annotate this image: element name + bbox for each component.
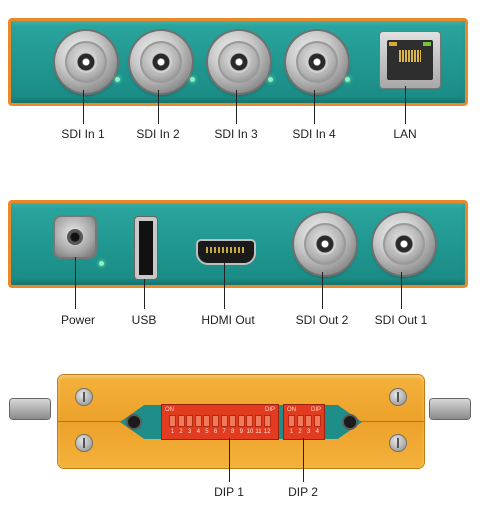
screw-icon (76, 389, 92, 405)
callout-line (322, 272, 323, 309)
dip-2-label: DIP 2 (288, 485, 318, 499)
dip-switch[interactable] (230, 416, 236, 426)
lan-label: LAN (393, 127, 417, 141)
power-led (99, 261, 104, 266)
callout-line (229, 438, 230, 482)
dip-switch[interactable] (213, 416, 218, 426)
dip-switch-number: 4 (315, 429, 319, 435)
sdi-in-3-label: SDI In 3 (214, 127, 258, 141)
dip-switch[interactable] (195, 416, 201, 426)
sdi-in-3-led (268, 77, 273, 82)
lan-socket (387, 40, 433, 80)
dip-switch[interactable] (264, 416, 270, 426)
dip-switch-number: 10 (246, 429, 254, 435)
sdi-in-1-led (115, 77, 120, 82)
sdi-in-3-connector (208, 31, 270, 93)
dip-switch-number: 3 (307, 429, 311, 435)
sdi-in-2-connector (130, 31, 192, 93)
dip-switch[interactable] (247, 416, 253, 426)
sdi-in-2-label: SDI In 2 (136, 127, 180, 141)
dip-1-on-text: ON (165, 407, 174, 413)
left-bnc-connector-side (10, 399, 50, 419)
dip-switch[interactable] (204, 416, 210, 426)
usb-label: USB (131, 313, 157, 327)
dip-switch[interactable] (297, 416, 303, 426)
sdi-in-4-label: SDI In 4 (292, 127, 336, 141)
mount-hole (128, 416, 140, 428)
dip-2-on-text: ON (287, 407, 296, 413)
dip-switch[interactable] (178, 416, 184, 426)
callout-line (303, 438, 304, 482)
screw-icon (390, 389, 406, 405)
dip-switch[interactable] (170, 416, 175, 426)
dip-switch-number: 5 (205, 429, 209, 435)
callout-line (401, 272, 402, 309)
dip-1-dip-text: DIP (264, 407, 275, 413)
dip-switch[interactable] (256, 416, 261, 426)
callout-line (314, 90, 315, 124)
dip-switch[interactable] (306, 416, 312, 426)
callout-line (158, 90, 159, 124)
dip-switch-number: 6 (213, 429, 218, 435)
power-label: Power (60, 313, 96, 327)
sdi-out-2-label: SDI Out 2 (295, 313, 349, 327)
dip-switch-number: 11 (255, 429, 262, 435)
screw-icon (390, 435, 406, 451)
dip-switch-number: 3 (188, 429, 192, 435)
sdi-in-4-led (345, 77, 350, 82)
lan-link-led (423, 42, 431, 46)
screw-icon (76, 435, 92, 451)
sdi-out-2-connector (294, 213, 356, 275)
dip-switch-number: 12 (263, 429, 271, 435)
dip-switch-number: 8 (231, 429, 235, 435)
sdi-out-1-connector (373, 213, 435, 275)
mount-hole (344, 416, 356, 428)
callout-line (236, 90, 237, 124)
dip-1-label: DIP 1 (214, 485, 244, 499)
dip-switch[interactable] (289, 416, 294, 426)
sdi-out-1-label: SDI Out 1 (374, 313, 428, 327)
hdmi-out-port (198, 241, 254, 263)
sdi-in-4-connector (286, 31, 348, 93)
sdi-in-2-led (190, 77, 195, 82)
hdmi-out-label: HDMI Out (201, 313, 255, 327)
dip-switch-number: 9 (239, 429, 243, 435)
dip-switch-number: 2 (179, 429, 183, 435)
lan-pins (399, 50, 421, 62)
callout-line (144, 279, 145, 309)
dip-switch-number: 7 (222, 429, 226, 435)
callout-line (75, 257, 76, 309)
dip-2-dip-text: DIP (310, 407, 321, 413)
callout-line (405, 86, 406, 124)
dip-switch-number: 4 (196, 429, 200, 435)
input-panel (8, 18, 468, 106)
dip-switch[interactable] (238, 416, 244, 426)
dip-switch-number: 1 (170, 429, 175, 435)
lan-port (380, 32, 440, 88)
dip-switch[interactable] (187, 416, 193, 426)
dip-switch[interactable] (314, 416, 320, 426)
sdi-in-1-connector (55, 31, 117, 93)
dip-switch[interactable] (221, 416, 227, 426)
usb-port (135, 217, 157, 279)
lan-activity-led (389, 42, 397, 46)
output-panel (8, 200, 468, 288)
right-bnc-connector-side (430, 399, 470, 419)
sdi-in-1-label: SDI In 1 (61, 127, 105, 141)
power-connector (55, 217, 95, 257)
dip-switch-number: 1 (289, 429, 294, 435)
callout-line (83, 90, 84, 124)
dip-switch-number: 2 (298, 429, 302, 435)
callout-line (224, 262, 225, 309)
